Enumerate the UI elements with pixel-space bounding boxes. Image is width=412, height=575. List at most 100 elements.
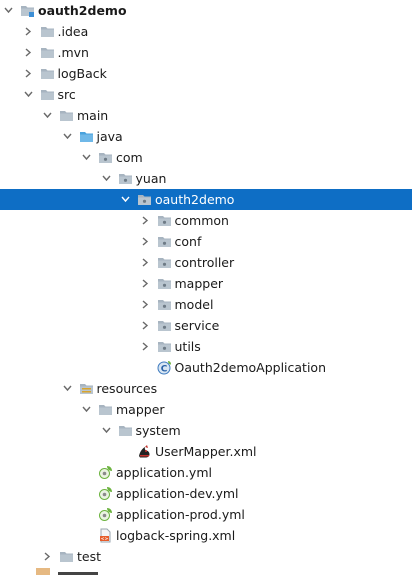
folder-icon <box>40 24 55 39</box>
chevron-down-icon[interactable] <box>61 126 75 147</box>
tree-node-mapper[interactable]: mapper <box>0 273 412 294</box>
folder-icon <box>118 423 133 438</box>
package-icon <box>157 318 172 333</box>
tree-node-label: .mvn <box>57 45 89 60</box>
module-folder-icon <box>20 3 35 18</box>
tree-node-label: test <box>77 549 102 564</box>
tree-node-application-prod-yml[interactable]: application-prod.yml <box>0 504 412 525</box>
tree-node-label: oauth2demo <box>38 3 127 18</box>
source-folder-icon <box>79 129 94 144</box>
tree-node-test[interactable]: test <box>0 546 412 567</box>
tree-node-label: UserMapper.xml <box>155 444 257 459</box>
tree-node-label: Oauth2demoApplication <box>174 360 327 375</box>
spring-config-icon <box>98 486 113 501</box>
chevron-right-icon[interactable] <box>139 252 153 273</box>
tree-node-java[interactable]: java <box>0 126 412 147</box>
tree-node-label: common <box>174 213 229 228</box>
tree-node-logback-spring-xml[interactable]: <> logback-spring.xml <box>0 525 412 546</box>
tree-node-label: application.yml <box>116 465 212 480</box>
package-icon <box>157 276 172 291</box>
tree-node-logback[interactable]: logBack <box>0 63 412 84</box>
chevron-down-icon[interactable] <box>100 420 114 441</box>
chevron-right-icon[interactable] <box>22 63 36 84</box>
chevron-down-icon[interactable] <box>61 378 75 399</box>
next-item-partial <box>0 566 412 575</box>
package-icon <box>157 255 172 270</box>
tree-node-mapper[interactable]: mapper <box>0 399 412 420</box>
tree-node-label: src <box>57 87 76 102</box>
tree-node-mvn[interactable]: .mvn <box>0 42 412 63</box>
tree-node-main[interactable]: main <box>0 105 412 126</box>
tree-node-label: yuan <box>135 171 167 186</box>
chevron-right-icon[interactable] <box>22 42 36 63</box>
tree-node-oauth2demoapplication[interactable]: C Oauth2demoApplication <box>0 357 412 378</box>
tree-node-label: mapper <box>174 276 224 291</box>
tree-node-system[interactable]: system <box>0 420 412 441</box>
tree-node-application-dev-yml[interactable]: application-dev.yml <box>0 483 412 504</box>
tree-node-oauth2demo[interactable]: oauth2demo <box>0 189 412 210</box>
tree-node-label: application-prod.yml <box>116 507 245 522</box>
chevron-right-icon[interactable] <box>22 21 36 42</box>
chevron-down-icon[interactable] <box>2 0 16 21</box>
tree-node-label: java <box>96 129 123 144</box>
partial-label <box>58 572 98 575</box>
tree-node-utils[interactable]: utils <box>0 336 412 357</box>
tree-node-label: resources <box>96 381 158 396</box>
tree-node-com[interactable]: com <box>0 147 412 168</box>
spring-config-icon <box>98 465 113 480</box>
tree-node-yuan[interactable]: yuan <box>0 168 412 189</box>
package-icon <box>157 339 172 354</box>
chevron-right-icon[interactable] <box>41 546 55 567</box>
package-icon <box>157 297 172 312</box>
tree-node-src[interactable]: src <box>0 84 412 105</box>
tree-node-label: oauth2demo <box>155 192 235 207</box>
tree-node-service[interactable]: service <box>0 315 412 336</box>
package-icon <box>118 171 133 186</box>
chevron-right-icon[interactable] <box>139 294 153 315</box>
tree-node-model[interactable]: model <box>0 294 412 315</box>
chevron-down-icon[interactable] <box>41 105 55 126</box>
folder-icon <box>40 66 55 81</box>
folder-icon <box>59 549 74 564</box>
resources-folder-icon <box>79 381 94 396</box>
folder-icon <box>40 45 55 60</box>
chevron-right-icon[interactable] <box>139 315 153 336</box>
svg-text:<>: <> <box>101 536 109 542</box>
package-icon <box>98 150 113 165</box>
tree-node-label: application-dev.yml <box>116 486 239 501</box>
chevron-down-icon[interactable] <box>22 84 36 105</box>
tree-node-idea[interactable]: .idea <box>0 21 412 42</box>
tree-node-label: mapper <box>116 402 165 417</box>
svg-text:C: C <box>160 365 167 375</box>
chevron-right-icon[interactable] <box>139 273 153 294</box>
tree-node-label: logback-spring.xml <box>116 528 236 543</box>
chevron-right-icon[interactable] <box>139 231 153 252</box>
folder-icon <box>98 402 113 417</box>
folder-icon <box>40 87 55 102</box>
spring-class-icon: C <box>157 360 172 375</box>
tree-node-usermapper-xml[interactable]: UserMapper.xml <box>0 441 412 462</box>
tree-node-label: main <box>77 108 109 123</box>
chevron-down-icon[interactable] <box>80 147 94 168</box>
spring-config-icon <box>98 507 113 522</box>
chevron-down-icon[interactable] <box>100 168 114 189</box>
mybatis-xml-icon <box>137 444 152 459</box>
tree-node-conf[interactable]: conf <box>0 231 412 252</box>
chevron-down-icon[interactable] <box>119 189 133 210</box>
tree-node-resources[interactable]: resources <box>0 378 412 399</box>
tree-node-application-yml[interactable]: application.yml <box>0 462 412 483</box>
tree-node-label: system <box>135 423 181 438</box>
tree-node-common[interactable]: common <box>0 210 412 231</box>
package-icon <box>157 234 172 249</box>
tree-node-oauth2demo[interactable]: oauth2demo <box>0 0 412 21</box>
package-icon <box>137 192 152 207</box>
tree-node-label: controller <box>174 255 235 270</box>
chevron-right-icon[interactable] <box>139 336 153 357</box>
package-icon <box>157 213 172 228</box>
folder-icon <box>36 568 50 575</box>
tree-node-controller[interactable]: controller <box>0 252 412 273</box>
chevron-down-icon[interactable] <box>80 399 94 420</box>
chevron-right-icon[interactable] <box>139 210 153 231</box>
tree-node-label: logBack <box>57 66 107 81</box>
xml-file-icon: <> <box>98 528 113 543</box>
